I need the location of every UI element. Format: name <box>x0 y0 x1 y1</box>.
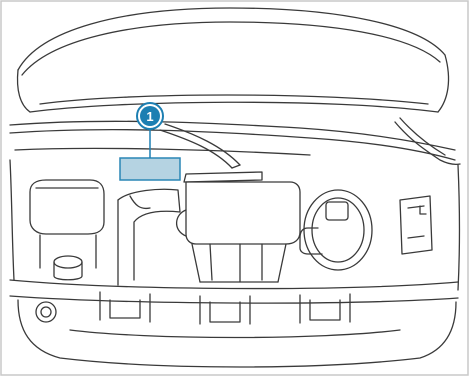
highlighted-component <box>120 158 180 180</box>
callout-marker-1: 1 <box>137 103 163 129</box>
callout-number: 1 <box>146 109 153 124</box>
